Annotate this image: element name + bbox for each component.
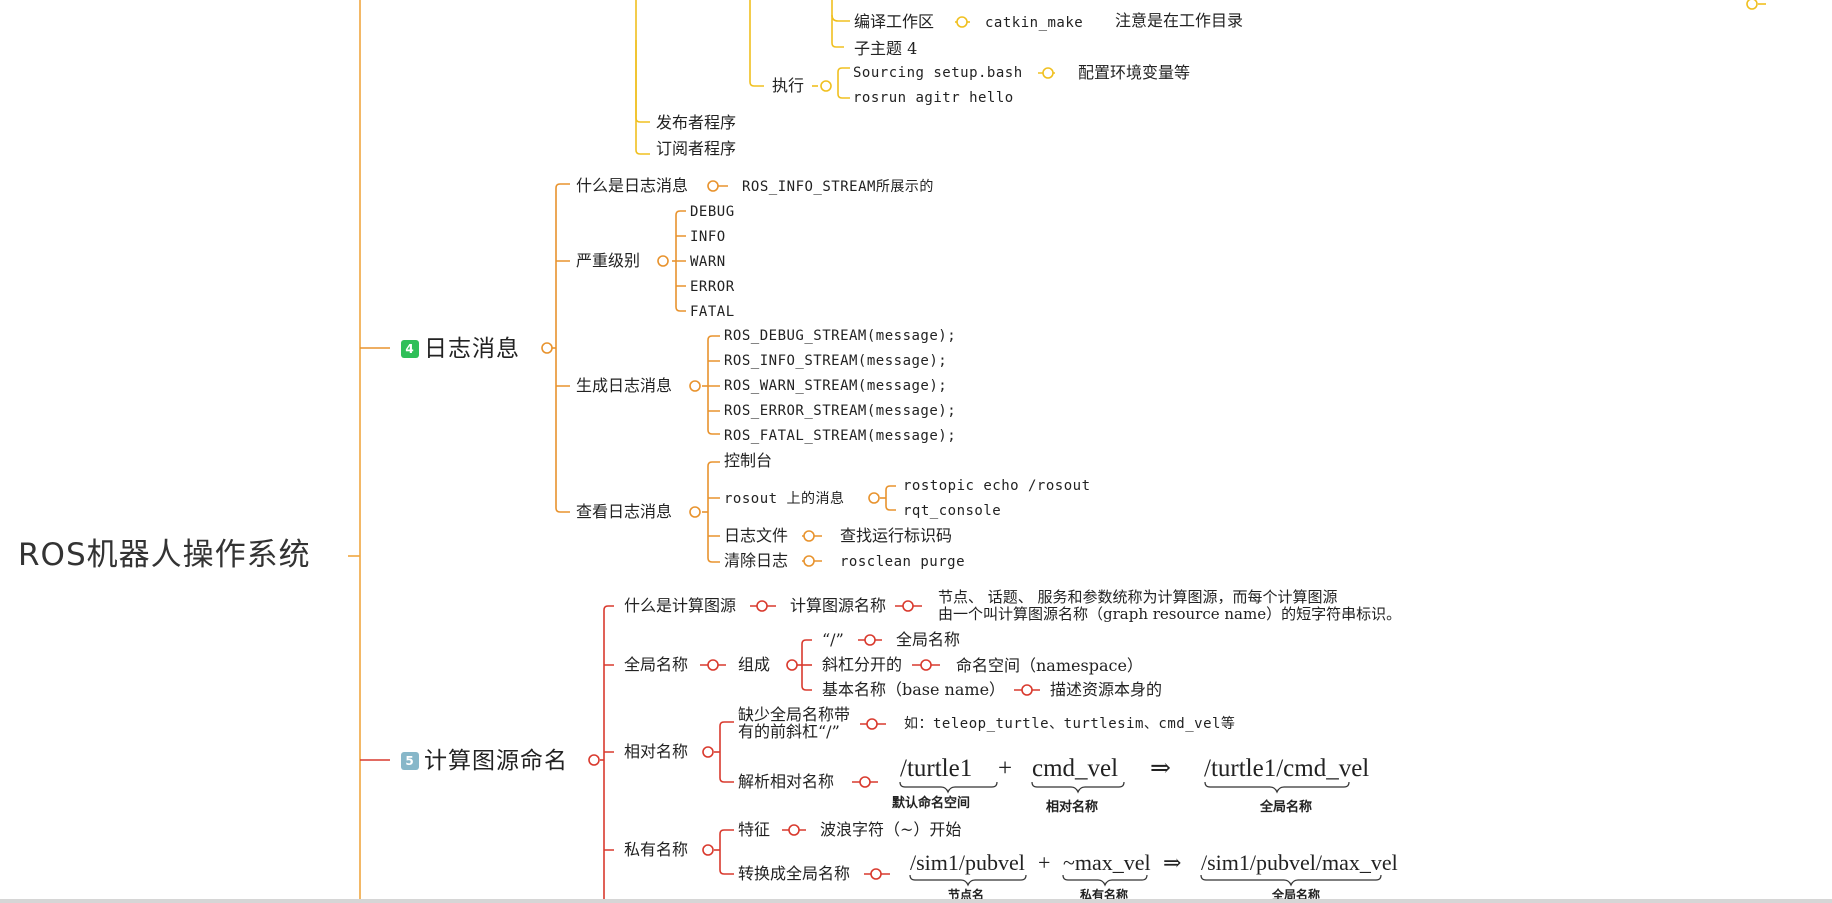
resource-desc-line1[interactable]: 节点、 话题、 服务和参数统称为计算图源，而每个计算图源 xyxy=(938,588,1338,606)
log-stream-item[interactable]: ROS_FATAL_STREAM(message); xyxy=(724,428,957,444)
rosrun-node[interactable]: rosrun agitr hello xyxy=(853,90,1014,106)
log-stream-item[interactable]: ROS_WARN_STREAM(message); xyxy=(724,378,948,394)
severity-level[interactable]: FATAL xyxy=(690,304,735,320)
clear-log-node[interactable]: 清除日志 xyxy=(724,551,789,570)
sourcing-node[interactable]: Sourcing setup.bash xyxy=(853,65,1023,81)
log-stream-item[interactable]: ROS_INFO_STREAM(message); xyxy=(724,353,948,369)
resource-desc-line2[interactable]: 由一个叫计算图源名称（graph resource name）的短字符串标识。 xyxy=(938,605,1402,623)
log-stream-item[interactable]: ROS_ERROR_STREAM(message); xyxy=(724,403,957,419)
rosout-item[interactable]: rostopic echo /rosout xyxy=(903,478,1091,494)
resource-name-node[interactable]: 计算图源名称 xyxy=(790,596,887,615)
log-stream-item[interactable]: ROS_DEBUG_STREAM(message); xyxy=(724,328,957,344)
build-note: 注意是在工作目录 xyxy=(1115,11,1244,30)
formula1-b: cmd_vel xyxy=(1032,755,1119,782)
run-node[interactable]: 执行 xyxy=(772,76,805,95)
rosout-node[interactable]: rosout 上的消息 xyxy=(724,489,845,508)
rosout-item[interactable]: rqt_console xyxy=(903,503,1002,519)
slashed-value[interactable]: 命名空间（namespace） xyxy=(956,656,1143,675)
basename-value[interactable]: 描述资源本身的 xyxy=(1050,680,1163,699)
build-command-node[interactable]: catkin_make xyxy=(985,15,1084,31)
severity-level[interactable]: ERROR xyxy=(690,279,735,295)
severity-level[interactable]: DEBUG xyxy=(690,204,735,220)
formula1-lb: 相对名称 xyxy=(1046,800,1099,815)
formula2-lc: 全局名称 xyxy=(1272,888,1321,902)
severity-node[interactable]: 严重级别 xyxy=(576,251,641,270)
formula2-b: ~max_vel xyxy=(1063,850,1151,875)
missing-slash-line1: 缺少全局名称带 xyxy=(738,705,851,724)
subtopic-4-node[interactable]: 子主题 4 xyxy=(854,39,918,58)
what-is-log-node[interactable]: 什么是日志消息 xyxy=(576,176,689,195)
missing-slash-line2: 有的前斜杠“/” xyxy=(738,722,840,741)
relative-name-node[interactable]: 相对名称 xyxy=(624,742,689,761)
slash-value[interactable]: 全局名称 xyxy=(896,630,961,649)
sourcing-note-node[interactable]: 配置环境变量等 xyxy=(1078,63,1191,82)
what-is-log-value[interactable]: ROS_INFO_STREAM所展示的 xyxy=(742,179,934,195)
missing-slash-node[interactable]: 缺少全局名称带 有的前斜杠“/” xyxy=(738,706,850,740)
publisher-node[interactable]: 发布者程序 xyxy=(656,113,737,132)
resolve-relative-node[interactable]: 解析相对名称 xyxy=(738,772,835,791)
view-log-node[interactable]: 查看日志消息 xyxy=(576,502,673,521)
topic-4-badge: 4 xyxy=(401,340,419,358)
feature-value[interactable]: 波浪字符（~）开始 xyxy=(820,820,962,839)
compose-node[interactable]: 组成 xyxy=(738,655,771,674)
formula1-arrow: ⇒ xyxy=(1150,755,1171,782)
topic-5-title: 计算图源命名 xyxy=(424,748,568,774)
formula2-a: /sim1/pubvel xyxy=(910,850,1025,875)
formula1-c: /turtle1/cmd_vel xyxy=(1204,755,1370,782)
root-topic[interactable]: ROS机器人操作系统 xyxy=(18,537,311,573)
what-is-resource-node[interactable]: 什么是计算图源 xyxy=(624,596,737,615)
formula2-lb: 私有名称 xyxy=(1080,888,1129,902)
slashed-node[interactable]: 斜杠分开的 xyxy=(822,655,903,674)
topic-4-node[interactable]: 4 日志消息 xyxy=(401,336,520,362)
log-file-node[interactable]: 日志文件 xyxy=(724,526,789,545)
formula2-c: /sim1/pubvel/max_vel xyxy=(1201,850,1398,875)
subscriber-node[interactable]: 订阅者程序 xyxy=(656,139,737,158)
private-name-node-main[interactable]: 私有名称 xyxy=(624,840,689,859)
formula1-a: /turtle1 xyxy=(900,755,973,782)
formula2-plus: + xyxy=(1038,850,1051,875)
formula1-plus: + xyxy=(998,755,1013,782)
topic-5-node[interactable]: 5 计算图源命名 xyxy=(401,748,568,774)
convert-global-node[interactable]: 转换成全局名称 xyxy=(738,864,851,883)
formula2-la: 节点名 xyxy=(948,888,985,902)
build-workspace-node[interactable]: 编译工作区 xyxy=(854,12,935,31)
missing-slash-value[interactable]: 如：teleop_turtle、turtlesim、cmd_vel等 xyxy=(904,716,1236,732)
basename-node[interactable]: 基本名称（base name） xyxy=(822,680,1006,699)
rosout-label: rosout 上的消息 xyxy=(724,491,845,507)
topic-4-title: 日志消息 xyxy=(424,336,520,362)
horizontal-scrollbar[interactable] xyxy=(0,899,1832,903)
formula1-lc: 全局名称 xyxy=(1260,800,1313,815)
severity-level[interactable]: INFO xyxy=(690,229,726,245)
topic-5-badge: 5 xyxy=(401,752,419,770)
generate-log-node[interactable]: 生成日志消息 xyxy=(576,376,673,395)
formula1-la: 默认命名空间 xyxy=(892,796,971,811)
log-file-value[interactable]: 查找运行标识码 xyxy=(840,526,953,545)
console-node[interactable]: 控制台 xyxy=(724,451,773,470)
clear-log-value[interactable]: rosclean purge xyxy=(840,554,966,570)
severity-level[interactable]: WARN xyxy=(690,254,726,270)
feature-node[interactable]: 特征 xyxy=(738,820,771,839)
slash-node[interactable]: “/” xyxy=(822,630,844,649)
global-name-node[interactable]: 全局名称 xyxy=(624,655,689,674)
formula2-arrow: ⇒ xyxy=(1163,850,1182,875)
